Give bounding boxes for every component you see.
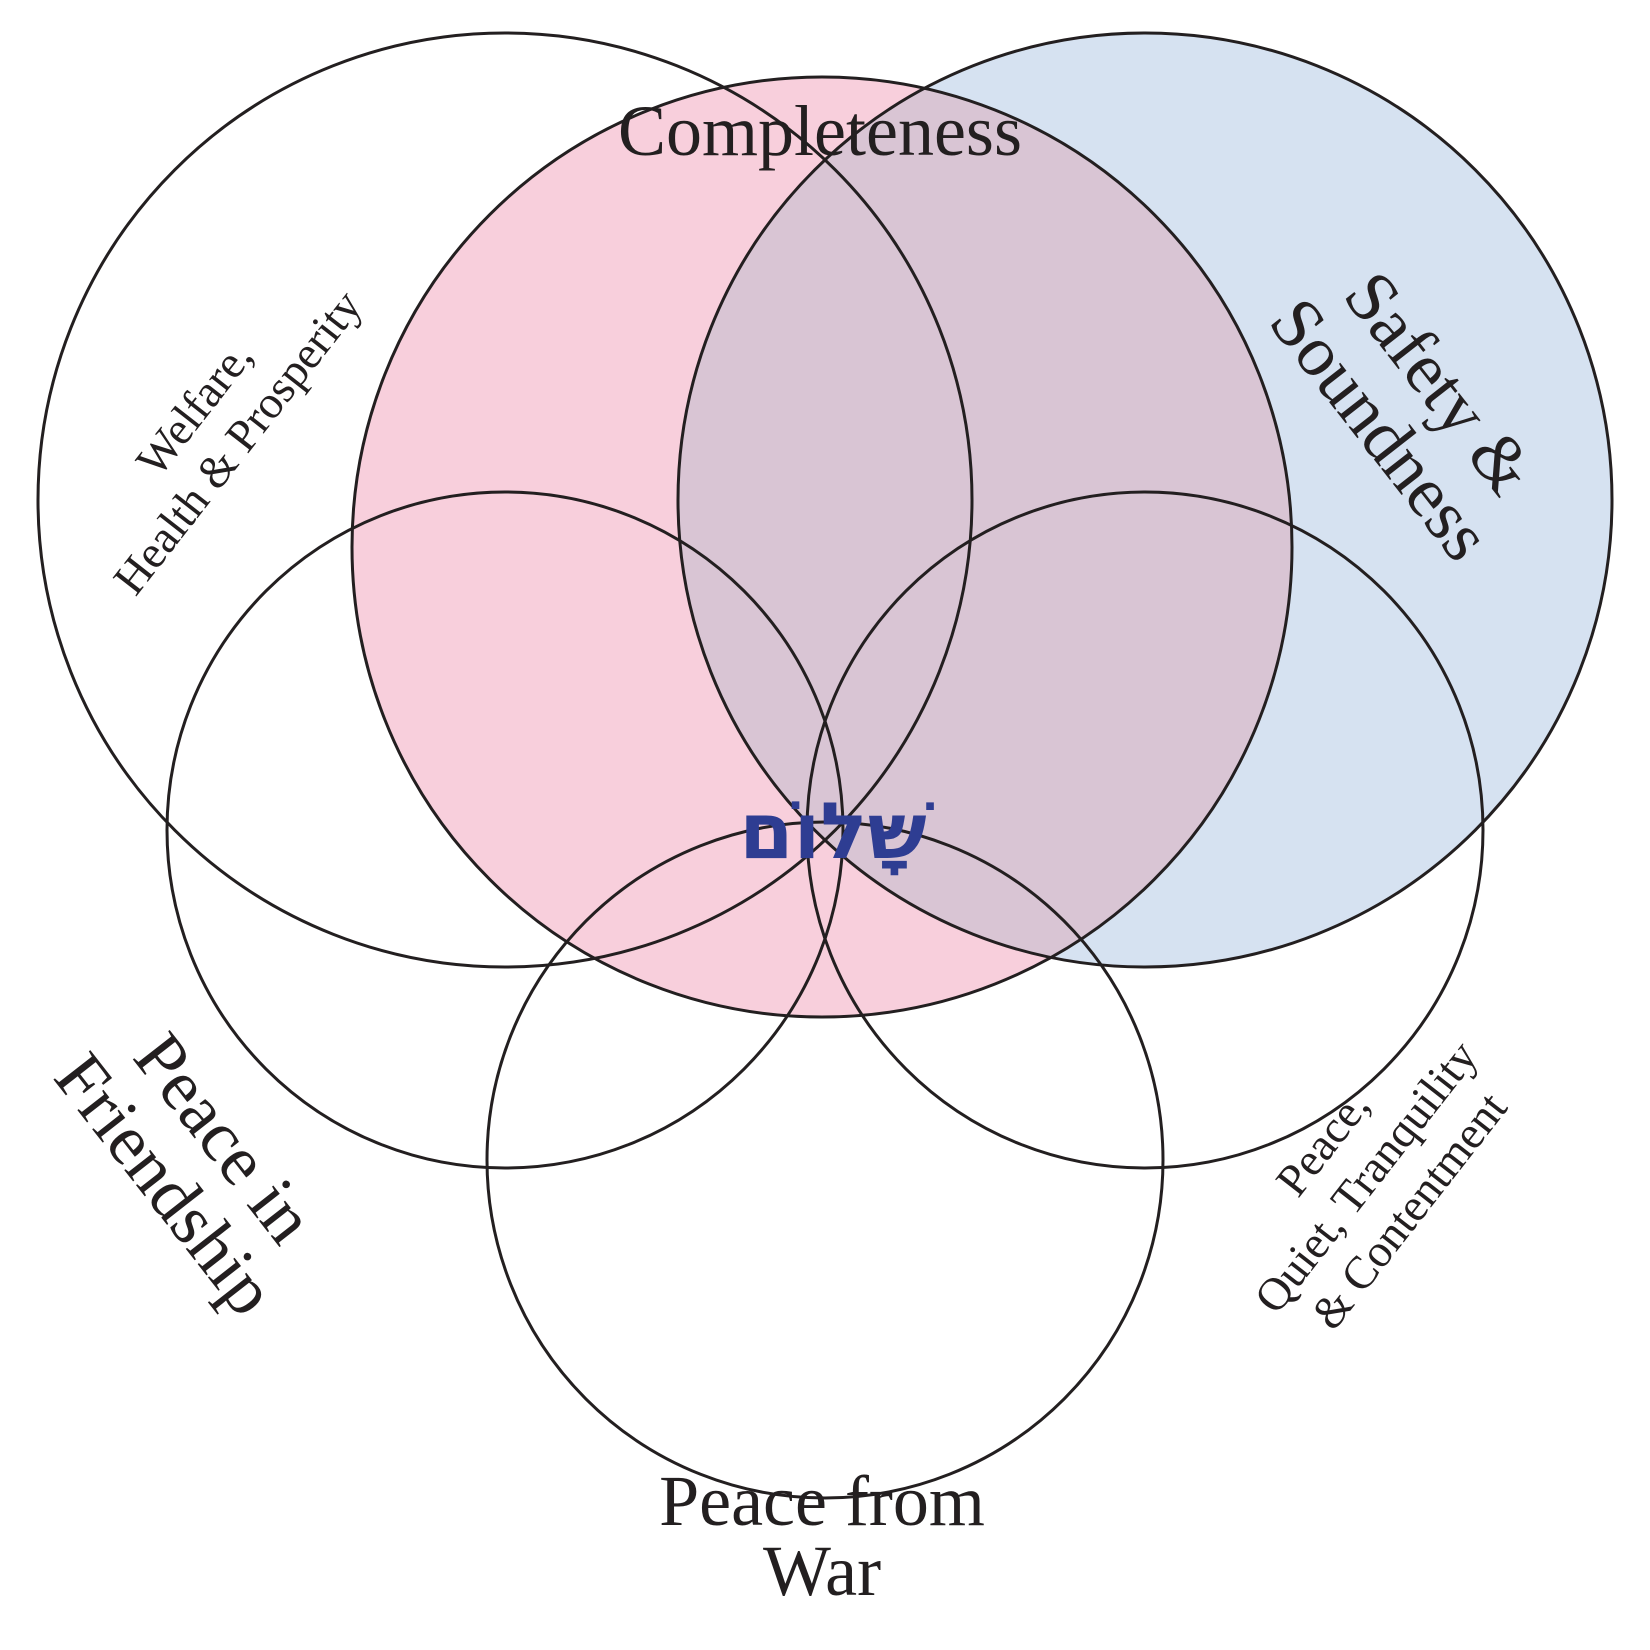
label-completeness: Completeness <box>618 91 1022 171</box>
label-war-line1: Peace from <box>659 1461 985 1541</box>
label-welfare: Welfare, Health & Prosperity <box>103 280 371 603</box>
friendship-circle <box>165 490 845 1170</box>
label-war: Peace from War <box>659 1461 985 1611</box>
war-circle <box>485 820 1165 1500</box>
welfare-circle <box>36 31 974 969</box>
safety-circle <box>676 31 1614 969</box>
label-war-line2: War <box>763 1531 881 1611</box>
completeness-circle <box>350 75 1294 1019</box>
quiet-circle <box>805 490 1485 1170</box>
label-friendship: Peace in Friendship <box>39 1018 330 1330</box>
label-quiet: Peace, Quiet, Tranquility & Contentment <box>1244 1031 1517 1338</box>
shalom-center-word: שָׁלוֹם <box>739 787 934 877</box>
overlap-region <box>678 77 1292 967</box>
